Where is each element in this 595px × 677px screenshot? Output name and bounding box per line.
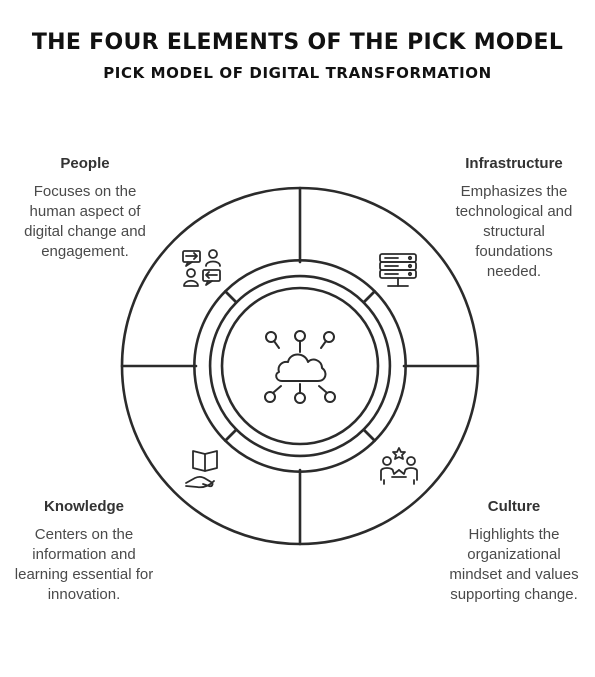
ring-segment-right [362,290,407,442]
cloud-network-icon [264,330,336,404]
people-exchange-icon [182,249,221,287]
ring-segment-top [224,259,376,304]
element-description-people: Focuses on the human aspect of digital c… [24,183,146,260]
element-title-culture: Culture [487,498,541,515]
server-icon [379,253,417,287]
element-description-infrastructure: Emphasizes the technological and structu… [455,183,573,280]
element-title-infrastructure: Infrastructure [465,155,563,172]
element-description-knowledge: Centers on the information and learning … [14,526,154,603]
ring-segment-bottom [224,428,376,473]
element-title-knowledge: Knowledge [43,498,124,515]
ring-segment-left [193,290,238,442]
page-title: THE FOUR ELEMENTS OF THE PICK MODEL [31,30,564,55]
element-knowledge: Knowledge Centers on the information and… [12,498,156,605]
element-description-culture: Highlights the organizational mindset an… [449,526,579,603]
element-title-people: People [60,155,110,172]
element-infrastructure: Infrastructure Emphasizes the technologi… [448,155,580,282]
page-subtitle: PICK MODEL OF DIGITAL TRANSFORMATION [103,64,492,82]
team-collaboration-icon [380,447,418,485]
element-culture: Culture Highlights the organizational mi… [446,498,582,605]
book-in-hand-icon [185,450,218,489]
element-people: People Focuses on the human aspect of di… [14,155,156,262]
inner-circle [220,286,380,446]
